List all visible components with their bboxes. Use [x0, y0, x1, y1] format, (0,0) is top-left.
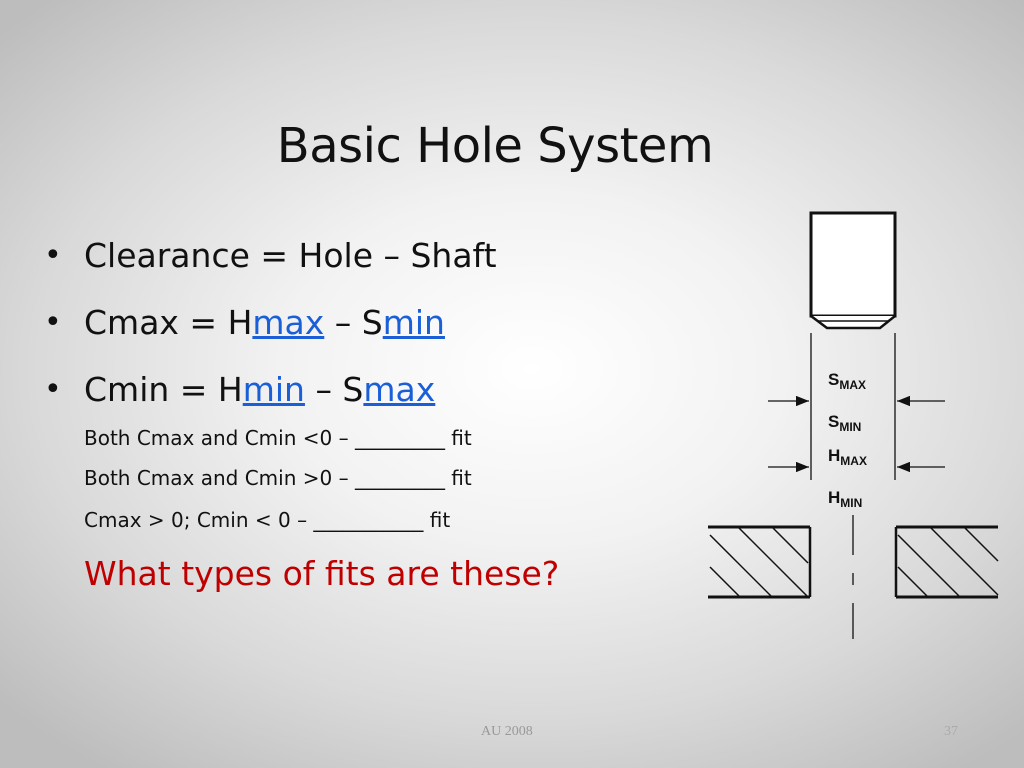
hole-shaft-diagram: SMAX SMIN HMAX HMIN	[708, 211, 999, 639]
shaft-shape	[809, 211, 897, 330]
sub-line-mixed: Cmax > 0; Cmin < 0 – ___________ fit	[84, 508, 451, 532]
svg-text:SMIN: SMIN	[828, 412, 861, 434]
bullet-cmax: • Cmax = Hmax – Smin	[44, 299, 497, 366]
label-h-max: HMAX	[828, 446, 867, 468]
label-s-max: SMAX	[828, 370, 866, 392]
hmax-link[interactable]: max	[252, 303, 325, 342]
svg-text:HMIN: HMIN	[828, 488, 862, 510]
bullet-text: Cmax = H	[84, 303, 253, 342]
left-block-hatched	[708, 525, 812, 599]
bullet-dot-icon: •	[44, 305, 62, 340]
bullet-list: • Clearance = Hole – Shaft • Cmax = Hmax…	[44, 232, 497, 433]
svg-text:SMAX: SMAX	[828, 370, 866, 392]
bullet-dot-icon: •	[44, 372, 62, 407]
slide-title: Basic Hole System	[276, 118, 714, 174]
slide-number: 37	[944, 724, 958, 739]
bullet-cmin: • Cmin = Hmin – Smax	[44, 366, 497, 433]
sub-line-negative: Both Cmax and Cmin <0 – _________ fit	[84, 426, 472, 450]
smax-link[interactable]: max	[363, 370, 436, 409]
footer-course: AU 2008	[481, 724, 533, 739]
right-block-hatched	[894, 525, 999, 599]
bullet-text: Clearance = Hole – Shaft	[84, 236, 497, 275]
svg-text:HMAX: HMAX	[828, 446, 867, 468]
bullet-clearance: • Clearance = Hole – Shaft	[44, 232, 497, 299]
hmin-link[interactable]: min	[242, 370, 305, 409]
smin-link[interactable]: min	[382, 303, 445, 342]
question-text: What types of fits are these?	[84, 554, 560, 593]
bullet-text: Cmin = H	[84, 370, 243, 409]
sub-line-positive: Both Cmax and Cmin >0 – _________ fit	[84, 466, 472, 490]
bullet-dot-icon: •	[44, 238, 62, 273]
label-h-min: HMIN	[828, 488, 862, 510]
bullet-text-mid: – S	[324, 303, 383, 342]
bullet-text-mid: – S	[304, 370, 364, 409]
label-s-min: SMIN	[828, 412, 861, 434]
